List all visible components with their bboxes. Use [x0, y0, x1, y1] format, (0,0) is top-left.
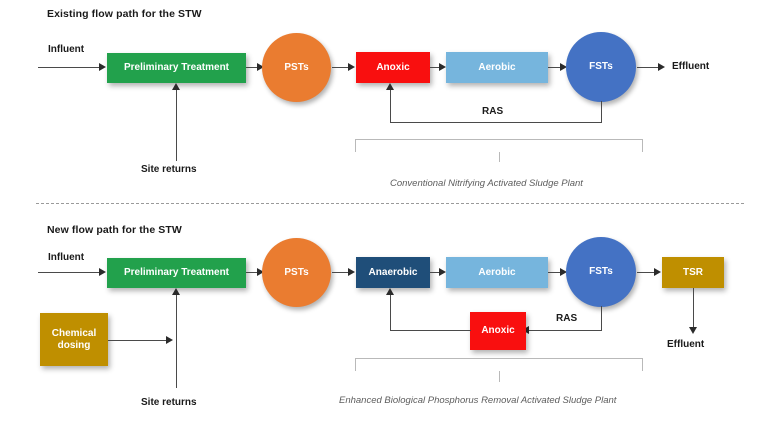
top-influent-line — [38, 67, 100, 68]
top-node-fsts-label: FSTs — [589, 61, 613, 73]
bottom-node-fsts-label: FSTs — [589, 266, 613, 278]
top-node-preliminary-treatment[interactable]: Preliminary Treatment — [107, 53, 246, 83]
top-node-anoxic[interactable]: Anoxic — [356, 52, 430, 83]
bottom-node-chemical-dosing[interactable]: Chemical dosing — [40, 313, 108, 366]
bottom-chemical-dosing-line — [108, 340, 168, 341]
top-influent-label: Influent — [48, 44, 85, 55]
top-bracket-tick — [499, 152, 500, 162]
top-influent-arrowhead — [99, 63, 106, 71]
bottom-section-title: New flow path for the STW — [47, 224, 182, 236]
top-connector-anoxic-aerobic — [430, 67, 440, 68]
bottom-node-psts[interactable]: PSTs — [262, 238, 331, 307]
top-connector-fsts-effluent — [637, 67, 659, 68]
top-node-aerobic-label: Aerobic — [478, 61, 516, 73]
bottom-chemical-dosing-arrowhead — [166, 336, 173, 344]
bottom-connector-anaerobic-aerobic — [430, 272, 440, 273]
top-connector-psts-anoxic-arrowhead — [348, 63, 355, 71]
top-section-title: Existing flow path for the STW — [47, 8, 202, 20]
bottom-connector-fsts-tsr — [637, 272, 655, 273]
bottom-node-chemical-dosing-label-line1: Chemical — [51, 328, 97, 339]
top-node-aerobic[interactable]: Aerobic — [446, 52, 548, 83]
bottom-site-returns-label: Site returns — [141, 397, 197, 408]
bottom-node-preliminary-treatment[interactable]: Preliminary Treatment — [107, 258, 246, 288]
bottom-connector-anaerobic-aerobic-arrowhead — [439, 268, 446, 276]
bottom-connector-psts-anaerobic-arrowhead — [348, 268, 355, 276]
bottom-node-preliminary-treatment-label: Preliminary Treatment — [123, 267, 230, 279]
bottom-node-psts-label: PSTs — [284, 266, 309, 278]
bottom-bracket-tick — [499, 371, 500, 382]
top-connector-anoxic-aerobic-arrowhead — [439, 63, 446, 71]
top-node-preliminary-treatment-label: Preliminary Treatment — [123, 62, 230, 74]
bottom-anoxic-return-arrowhead — [386, 288, 394, 295]
top-connector-psts-anoxic — [332, 67, 349, 68]
bottom-node-tsr-label: TSR — [683, 266, 703, 278]
bottom-connector-psts-anaerobic — [332, 272, 349, 273]
bottom-effluent-line — [693, 288, 694, 328]
bottom-connector-pt-psts-arrowhead — [257, 268, 264, 276]
bottom-effluent-arrowhead — [689, 327, 697, 334]
bottom-site-returns-line — [176, 295, 177, 388]
bottom-ras-line-to-anoxic — [527, 330, 602, 331]
top-node-psts[interactable]: PSTs — [262, 33, 331, 102]
bottom-influent-arrowhead — [99, 268, 106, 276]
top-node-psts-label: PSTs — [284, 61, 309, 73]
top-site-returns-label: Site returns — [141, 164, 197, 175]
bottom-connector-aerobic-fsts — [548, 272, 561, 273]
top-site-returns-arrowhead — [172, 83, 180, 90]
section-divider — [36, 203, 744, 204]
bottom-anoxic-return-vertical — [390, 295, 391, 331]
top-connector-aerobic-fsts — [548, 67, 561, 68]
top-connector-pt-psts — [246, 67, 258, 68]
bottom-connector-fsts-tsr-arrowhead — [654, 268, 661, 276]
bottom-ras-label: RAS — [556, 313, 578, 324]
top-caption: Conventional Nitrifying Activated Sludge… — [390, 178, 583, 189]
bottom-node-chemical-dosing-label-line2: dosing — [57, 339, 91, 351]
bottom-anoxic-return-horizontal — [390, 330, 471, 331]
bottom-node-anaerobic[interactable]: Anaerobic — [356, 257, 430, 288]
top-effluent-label: Effluent — [672, 61, 710, 72]
top-ras-line-up — [390, 90, 391, 123]
bottom-node-aerobic[interactable]: Aerobic — [446, 257, 548, 288]
top-ras-line-down — [601, 101, 602, 123]
bottom-node-anoxic[interactable]: Anoxic — [470, 312, 526, 350]
bottom-effluent-label: Effluent — [667, 339, 705, 350]
bottom-bracket — [355, 358, 643, 371]
top-effluent-arrowhead — [658, 63, 665, 71]
top-ras-line-horizontal — [390, 122, 602, 123]
bottom-node-aerobic-label: Aerobic — [478, 266, 516, 278]
top-ras-arrowhead — [386, 83, 394, 90]
bottom-site-returns-arrowhead — [172, 288, 180, 295]
top-bracket — [355, 139, 643, 152]
bottom-influent-label: Influent — [48, 252, 85, 263]
top-connector-aerobic-fsts-arrowhead — [560, 63, 567, 71]
bottom-connector-aerobic-fsts-arrowhead — [560, 268, 567, 276]
bottom-node-anaerobic-label: Anaerobic — [368, 266, 418, 278]
top-node-fsts[interactable]: FSTs — [566, 32, 636, 102]
bottom-influent-line — [38, 272, 100, 273]
bottom-node-fsts[interactable]: FSTs — [566, 237, 636, 307]
bottom-node-tsr[interactable]: TSR — [662, 257, 724, 288]
top-connector-pt-psts-arrowhead — [257, 63, 264, 71]
bottom-caption: Enhanced Biological Phosphorus Removal A… — [339, 395, 617, 406]
top-node-anoxic-label: Anoxic — [376, 61, 410, 73]
bottom-node-anoxic-label: Anoxic — [481, 325, 515, 337]
top-site-returns-line — [176, 90, 177, 161]
bottom-connector-pt-psts — [246, 272, 258, 273]
top-ras-label: RAS — [482, 106, 504, 117]
bottom-ras-line-down — [601, 306, 602, 331]
